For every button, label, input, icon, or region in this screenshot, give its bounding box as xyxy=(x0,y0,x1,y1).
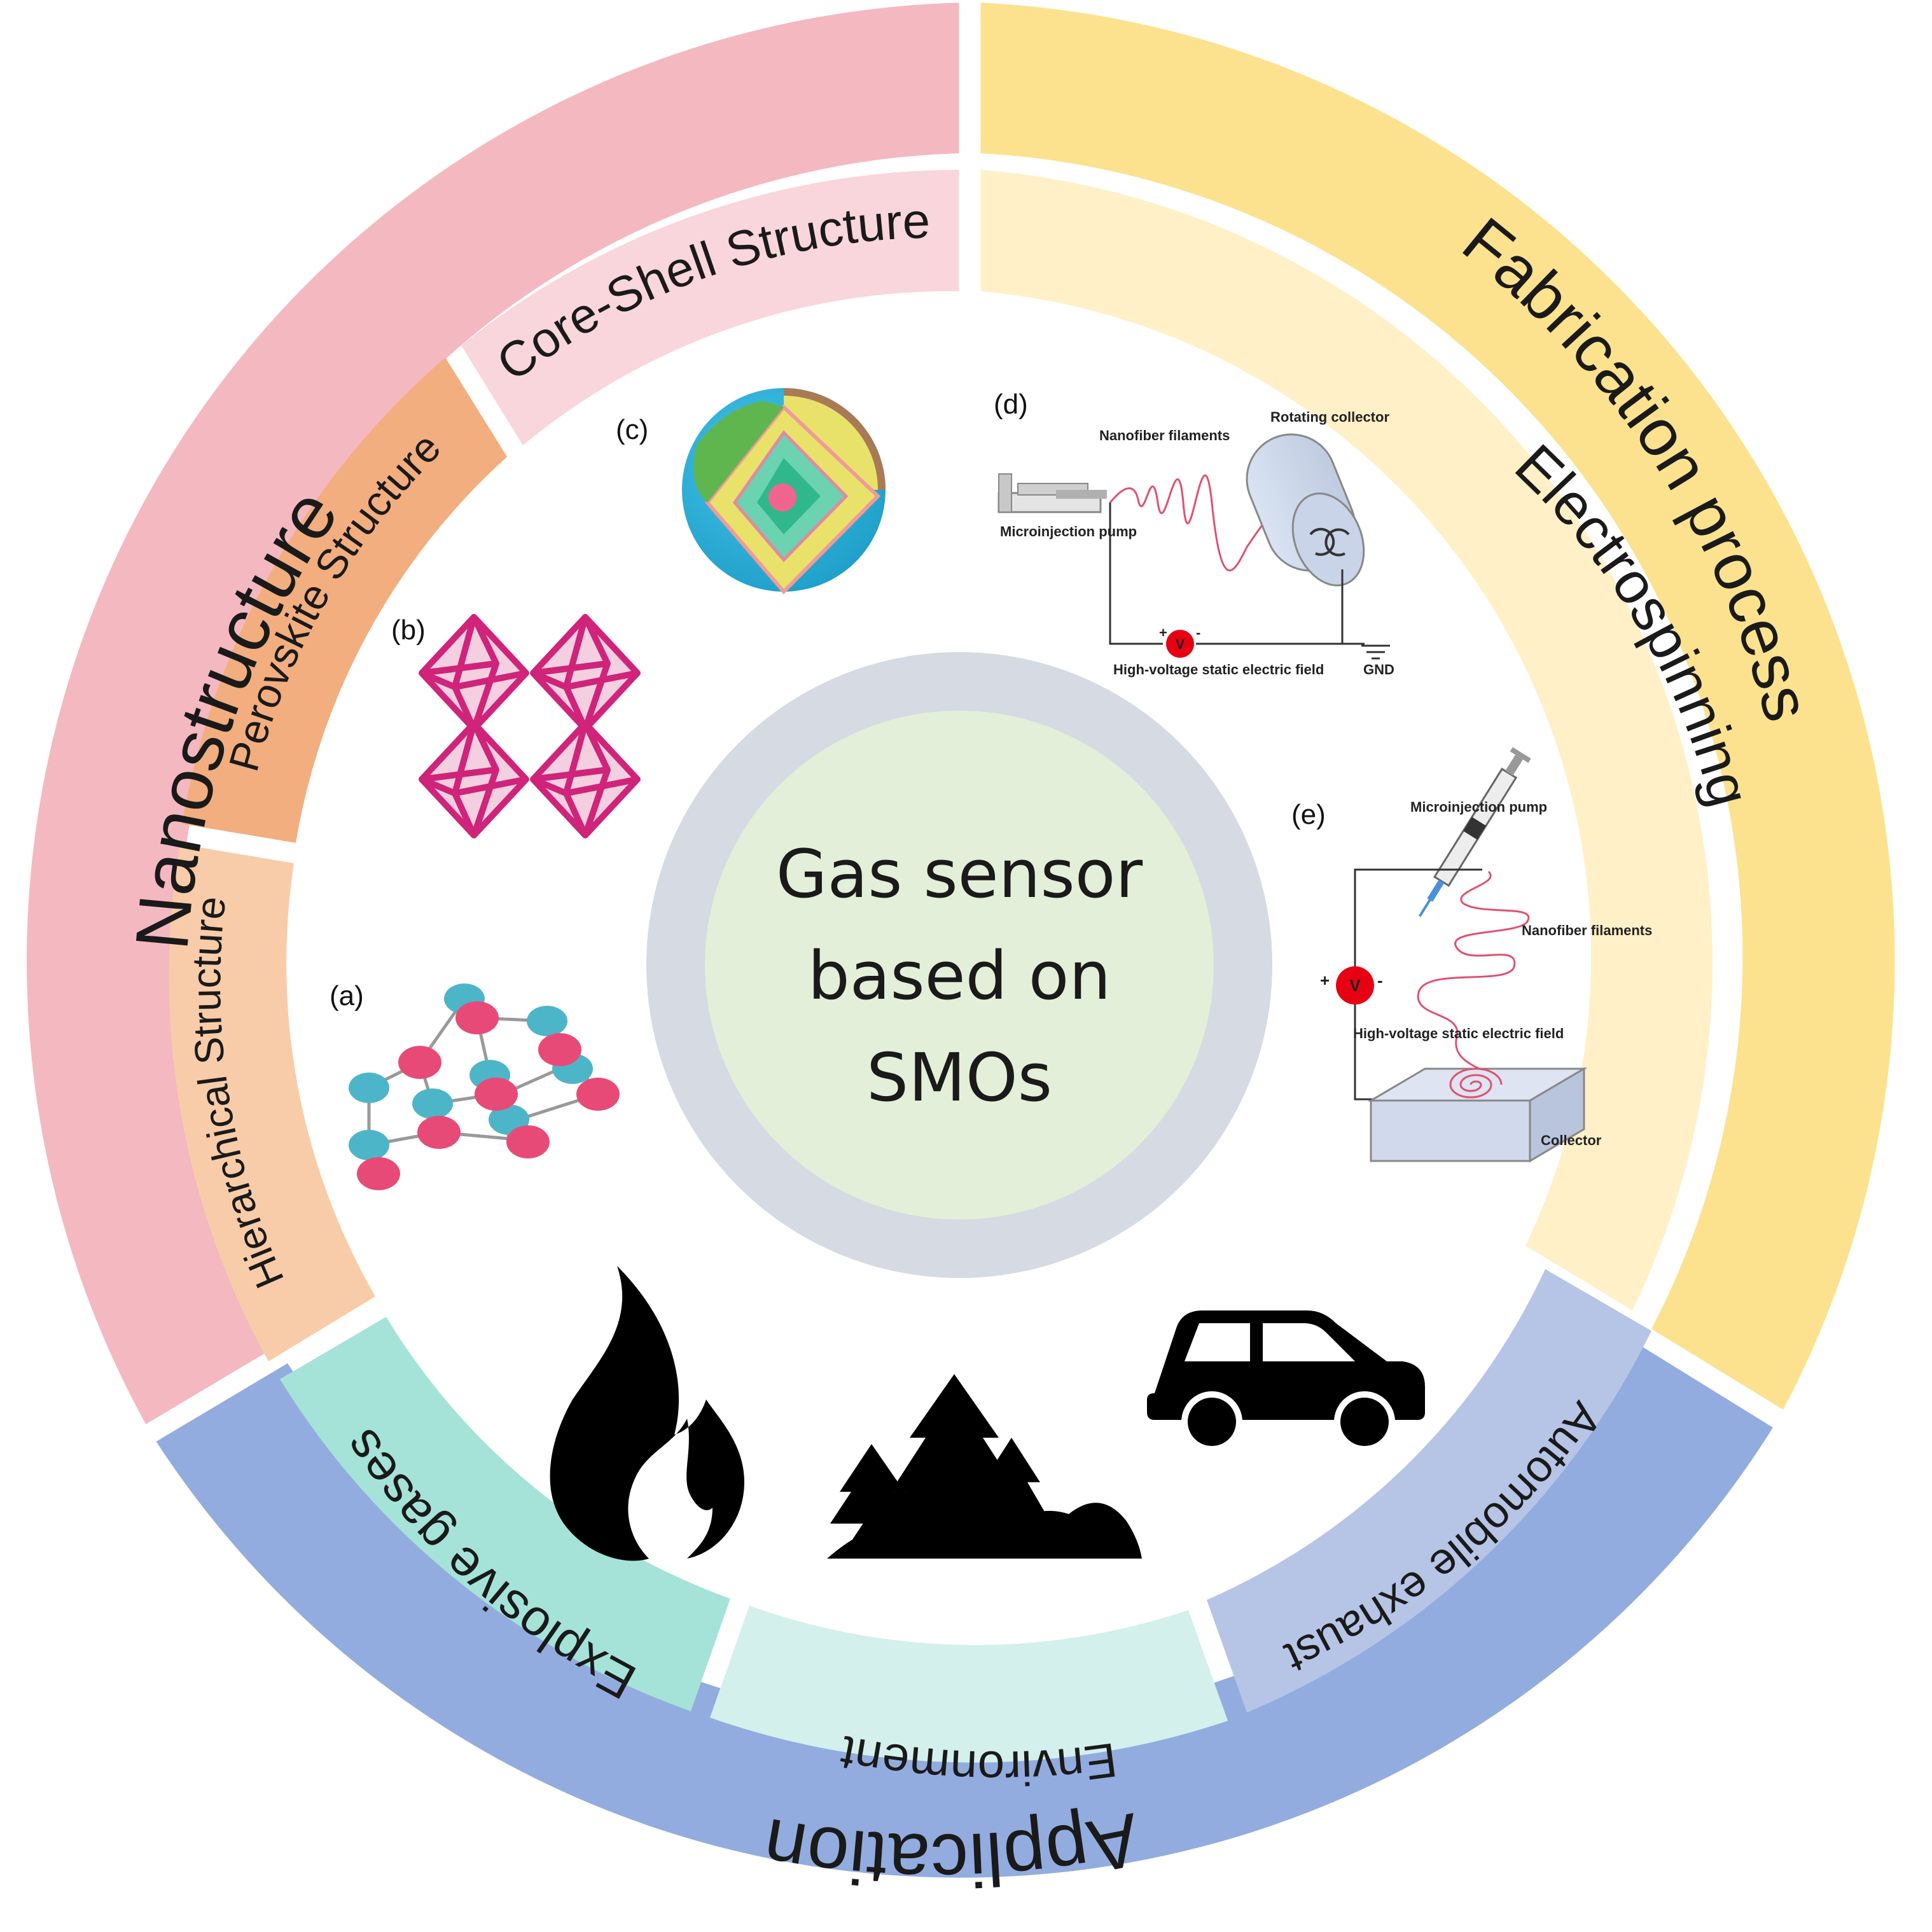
explosive-segment xyxy=(280,1317,730,1711)
panel-label-d: (d) xyxy=(994,389,1028,420)
hierarchical-network-icon xyxy=(349,983,620,1190)
perovskite-segment xyxy=(182,358,507,843)
panel-d-filaments-label: Nanofiber filaments xyxy=(1099,427,1230,443)
electrospinning-segment xyxy=(980,170,1713,1310)
center-line-1: Gas sensor xyxy=(776,835,1143,913)
panel-e-collector-label: Collector xyxy=(1541,1132,1602,1148)
center-disc xyxy=(705,711,1214,1220)
application-outer-segment xyxy=(156,1346,1773,1878)
panel-d-collector-label: Rotating collector xyxy=(1270,409,1389,425)
panel-e-pump-label: Microinjection pump xyxy=(1410,799,1547,815)
hierarchical-segment xyxy=(169,844,375,1361)
core-shell-segment xyxy=(461,170,959,445)
panel-e-minus: - xyxy=(1377,971,1383,990)
nanostructure-outer-segment xyxy=(26,3,959,1424)
panel-d-gnd-label: GND xyxy=(1363,662,1394,678)
panel-e-plus: + xyxy=(1320,971,1330,990)
panel-d-minus: - xyxy=(1196,625,1200,641)
core-shell-sphere-icon xyxy=(682,388,886,595)
electrospinning-rotating-setup xyxy=(997,433,1390,660)
forest-icon xyxy=(827,1374,1142,1559)
environment-segment xyxy=(710,1606,1228,1763)
car-icon xyxy=(1147,1310,1425,1452)
electrospinning-flat-setup xyxy=(1336,747,1588,1163)
panel-d-field-label: High-voltage static electric field xyxy=(1113,662,1324,678)
fabrication-outer-segment xyxy=(980,3,1895,1410)
panel-e-field-label: High-voltage static electric field xyxy=(1353,1025,1564,1041)
panel-e-v-symbol: V xyxy=(1349,976,1361,995)
panel-e-filaments-label: Nanofiber filaments xyxy=(1522,922,1652,938)
panel-label-a: (a) xyxy=(330,980,364,1011)
panel-d-pump-label: Microinjection pump xyxy=(1000,524,1137,539)
flame-icon xyxy=(550,1266,744,1561)
panel-label-e: (e) xyxy=(1291,799,1326,830)
perovskite-octahedra-icon xyxy=(419,614,641,838)
panel-label-b: (b) xyxy=(391,615,426,646)
center-line-2: based on xyxy=(808,937,1111,1015)
center-line-3: SMOs xyxy=(866,1039,1052,1116)
automobile-segment xyxy=(1207,1269,1651,1713)
panel-d-v-symbol: V xyxy=(1176,636,1185,652)
panel-d-plus: + xyxy=(1159,625,1167,641)
panel-label-c: (c) xyxy=(616,414,648,445)
